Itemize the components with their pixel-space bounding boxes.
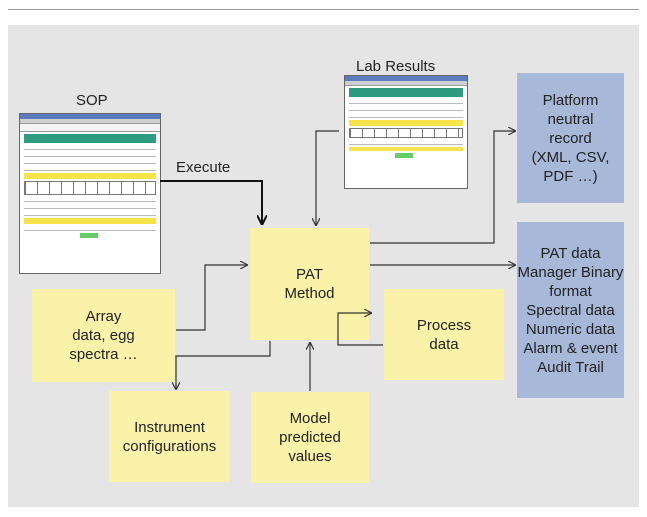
pat-data-manager-box: PAT data Manager Binary format Spectral … (517, 222, 624, 398)
sop-document-icon (19, 113, 161, 274)
process-data-arrow (337, 313, 383, 346)
top-rule (8, 9, 639, 10)
platform-neutral-record-box: Platform neutral record (XML, CSV, PDF …… (517, 73, 624, 203)
sop-label: SOP (76, 92, 108, 109)
execute-arrow (160, 180, 262, 224)
array-data-arrow (176, 265, 247, 331)
instrument-config-arrow (176, 341, 271, 389)
lab-results-arrow (316, 130, 339, 225)
lab-results-label: Lab Results (356, 58, 436, 75)
lab-results-document-icon (344, 75, 468, 189)
platform-record-arrow (370, 131, 515, 244)
execute-label: Execute (176, 159, 231, 176)
